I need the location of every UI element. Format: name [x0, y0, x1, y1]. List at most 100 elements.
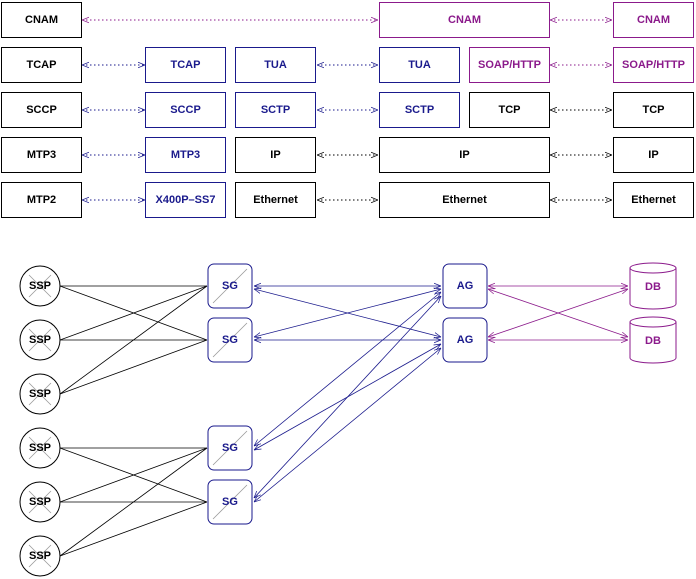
database-icon [629, 262, 677, 310]
layer-box-mtp3-sg [145, 137, 226, 173]
layer-box-cnam-db [613, 2, 694, 38]
layer-box-sccp-ssp [1, 92, 82, 128]
link-ssp2-sg1 [59, 285, 208, 341]
layer-ip-db: IP [648, 149, 658, 161]
stack-column-sg-ss7 [145, 47, 226, 218]
link-sg4-ag2 [254, 348, 441, 502]
layer-box-mtp2-ssp [1, 182, 82, 218]
layer-box-x400p-sg [145, 182, 226, 218]
db-label: DB [645, 335, 661, 347]
sg-slash-line [212, 484, 248, 520]
link-ssp6-sg3 [59, 447, 208, 557]
stack-column-ssp [1, 2, 82, 218]
sg-label: SG [222, 442, 238, 454]
layer-x400p-sg: X400P–SS7 [156, 194, 216, 206]
layer-box-ethernet-db [613, 182, 694, 218]
ssp-cross-line [28, 490, 52, 514]
link-sg3-ag1 [254, 292, 441, 446]
layer-box-tua-ag [379, 47, 460, 83]
layer-tcap-sg: TCAP [171, 59, 201, 71]
ssp-cross-line [28, 274, 52, 298]
ssp-cross-line [28, 328, 52, 352]
layer-box-tcp-db [613, 92, 694, 128]
layer-box-soap-db [613, 47, 694, 83]
sg-label: SG [222, 280, 238, 292]
ssp-cross-line [28, 382, 52, 406]
ssp-cross-line [28, 436, 52, 460]
layer-box-tcp-ag [469, 92, 550, 128]
layer-tcp-db: TCP [643, 104, 665, 116]
layer-box-ethernet-ag [379, 182, 550, 218]
layer-box-ip-db [613, 137, 694, 173]
ssp-node-5: SSP [19, 481, 61, 523]
network-topology: SSP SSP SSP SSP SSP [19, 262, 677, 577]
layer-box-sctp-ag [379, 92, 460, 128]
ssp-label: SSP [29, 388, 51, 400]
layer-box-ip-sg [235, 137, 316, 173]
ssp-node-3: SSP [19, 373, 61, 415]
ssp-label: SSP [29, 442, 51, 454]
layer-ethernet-sg: Ethernet [253, 194, 298, 206]
layer-sccp-sg: SCCP [170, 104, 201, 116]
sg-ag-links [254, 286, 441, 502]
ssp-node-4: SSP [19, 427, 61, 469]
link-ag2-db1 [488, 289, 628, 337]
stack-peer-links [82, 20, 612, 200]
layer-mtp2-ssp: MTP2 [27, 194, 56, 206]
ag-node-1: AG [442, 263, 488, 309]
layer-soap-ag: SOAP/HTTP [478, 59, 541, 71]
layer-box-tua-sg [235, 47, 316, 83]
db-label: DB [645, 281, 661, 293]
layer-sctp-ag: SCTP [405, 104, 434, 116]
layer-box-tcap-ssp [1, 47, 82, 83]
protocol-stack: CNAM TCAP SCCP MTP3 MTP2 TCAP SCCP MTP3 … [1, 2, 694, 218]
layer-ethernet-db: Ethernet [631, 194, 676, 206]
ag-db-links [488, 286, 628, 340]
ssp-label: SSP [29, 280, 51, 292]
sg-slash-line [212, 430, 248, 466]
layer-box-sccp-sg [145, 92, 226, 128]
ssp-label: SSP [29, 550, 51, 562]
link-ssp3-sg1 [59, 285, 208, 395]
ssp-label: SSP [29, 496, 51, 508]
ssp-node-6: SSP [19, 535, 61, 577]
layer-soap-db: SOAP/HTTP [622, 59, 685, 71]
database-rim [629, 267, 677, 274]
db-node-2: DB [629, 316, 677, 364]
layer-ip-ag: IP [459, 149, 469, 161]
ag-server-icon [442, 263, 488, 309]
ag-server-icon [442, 317, 488, 363]
sg-node-3: SG [207, 425, 253, 471]
layer-box-ip-ag [379, 137, 550, 173]
ssp-node-2: SSP [19, 319, 61, 361]
db-node-1: DB [629, 262, 677, 310]
sg-node-2: SG [207, 317, 253, 363]
layer-ethernet-ag: Ethernet [442, 194, 487, 206]
layer-tua-ag: TUA [408, 59, 431, 71]
ssp-label: SSP [29, 334, 51, 346]
database-icon [629, 316, 677, 364]
sg-node-4: SG [207, 479, 253, 525]
link-sg4-ag1 [254, 296, 441, 498]
sg-slash-line [212, 322, 248, 358]
layer-tcp-ag: TCP [499, 104, 521, 116]
layer-mtp3-sg: MTP3 [171, 149, 200, 161]
layer-cnam-ssp: CNAM [25, 14, 58, 26]
layer-cnam-db: CNAM [637, 14, 670, 26]
layer-tcap-ssp: TCAP [27, 59, 57, 71]
layer-box-soap-ag [469, 47, 550, 83]
link-ssp6-sg4 [59, 501, 208, 557]
link-ssp5-sg3 [59, 447, 208, 503]
layer-cnam-ag: CNAM [448, 14, 481, 26]
ssp-sg-links [59, 285, 208, 557]
sg-label: SG [222, 334, 238, 346]
layer-box-sctp-sg [235, 92, 316, 128]
layer-box-cnam-ssp [1, 2, 82, 38]
link-ssp3-sg2 [59, 339, 208, 395]
database-rim [629, 321, 677, 328]
sg-label: SG [222, 496, 238, 508]
ag-label: AG [457, 334, 474, 346]
layer-box-mtp3-ssp [1, 137, 82, 173]
ag-node-2: AG [442, 317, 488, 363]
